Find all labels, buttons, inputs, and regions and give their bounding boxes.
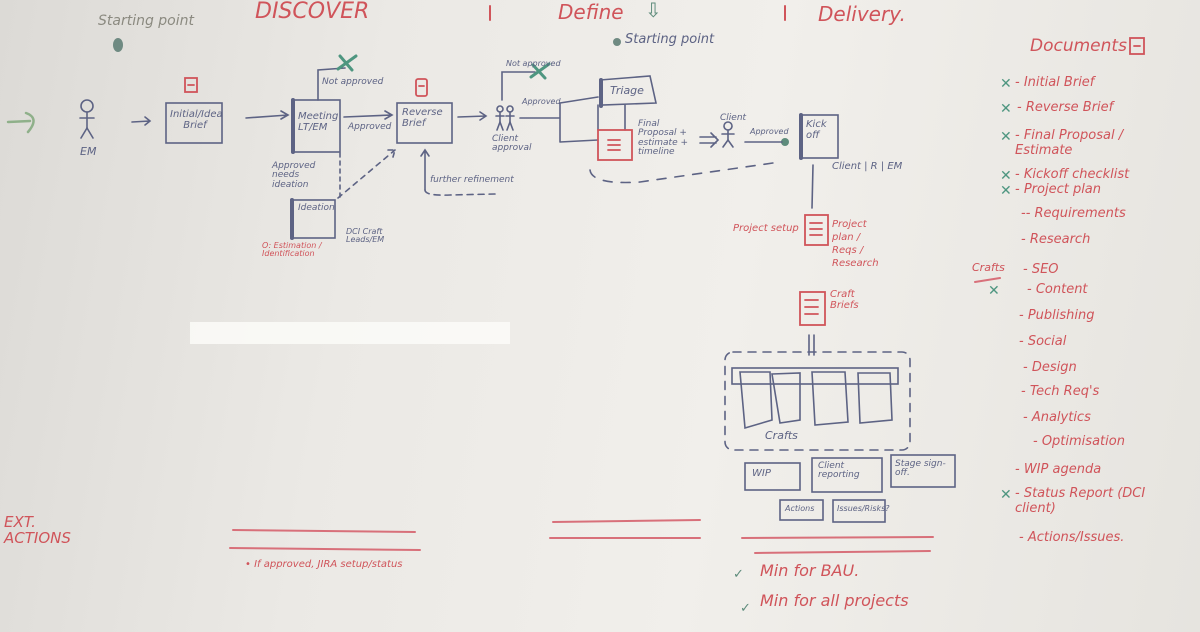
crafts-group-label: Crafts bbox=[972, 261, 1005, 274]
document-item: - Status Report (DCI client) bbox=[1015, 486, 1146, 516]
ideation-people-label: DCI Craft Leads/EM bbox=[346, 227, 385, 245]
person-icon bbox=[79, 99, 95, 139]
initial-brief-box bbox=[165, 102, 223, 144]
documents-title: Documents bbox=[1030, 36, 1127, 56]
document-item: - Final Proposal / Estimate bbox=[1015, 128, 1124, 158]
rejected-x-icon bbox=[336, 54, 551, 80]
document-item: - Content bbox=[1027, 282, 1088, 297]
check-icon: ✓ bbox=[740, 601, 751, 616]
kick-off-label: Kick off bbox=[806, 119, 827, 141]
entry-arrow-icon bbox=[6, 111, 35, 134]
document-item: - Project plan bbox=[1015, 182, 1102, 197]
client-reporting-label: Client reporting bbox=[818, 461, 860, 481]
min-bau-label: Min for BAU. bbox=[760, 561, 860, 580]
not-approved-label: Not approved bbox=[506, 59, 561, 68]
not-approved-label: Not approved bbox=[322, 77, 384, 87]
client-person-icon bbox=[721, 121, 735, 148]
phase-delivery: Delivery. bbox=[818, 2, 906, 26]
document-item: - Research bbox=[1021, 232, 1091, 247]
triage-label: Triage bbox=[610, 84, 644, 97]
document-item: -- Requirements bbox=[1021, 206, 1126, 221]
stage-signoff-label: Stage sign-off. bbox=[895, 459, 946, 479]
people-icon bbox=[495, 105, 515, 131]
document-item: - Actions/Issues. bbox=[1019, 530, 1125, 545]
jira-note: • If approved, JIRA setup/status bbox=[245, 559, 403, 570]
min-all-projects-label: Min for all projects bbox=[760, 591, 909, 610]
check-x-icon: ✕ bbox=[1000, 129, 1012, 145]
reverse-brief-label: Reverse Brief bbox=[402, 107, 443, 129]
project-setup-label: Project setup bbox=[733, 223, 799, 234]
starting-point-label: Starting point bbox=[625, 32, 715, 47]
client-approval-label: Client approval bbox=[492, 134, 532, 154]
issues-risks-label: Issues/Risks? bbox=[837, 504, 890, 513]
check-x-icon: ✕ bbox=[1000, 101, 1012, 117]
starting-point-dot bbox=[113, 38, 123, 52]
initial-brief-label: Initial/Idea Brief bbox=[170, 109, 223, 131]
document-item: - Tech Req's bbox=[1021, 384, 1100, 399]
em-label: EM bbox=[80, 145, 97, 158]
document-item: - Design bbox=[1023, 360, 1077, 375]
ideation-label: Ideation bbox=[298, 203, 335, 213]
final-proposal-label: Final Proposal + estimate + timeline bbox=[638, 119, 689, 158]
phase-define: Define bbox=[558, 0, 624, 24]
approved-needs-ideation-label: Approved needs ideation bbox=[272, 161, 316, 190]
starting-point-label: Starting point bbox=[98, 13, 195, 29]
document-item: - Social bbox=[1019, 334, 1067, 349]
down-arrow-icon: ⇩ bbox=[645, 0, 662, 22]
starting-point-dot bbox=[613, 38, 621, 46]
check-x-icon: ✕ bbox=[1000, 76, 1012, 92]
kickoff-people-label: Client | R | EM bbox=[832, 161, 903, 172]
document-icon bbox=[184, 37, 1145, 326]
document-item: - WIP agenda bbox=[1015, 462, 1102, 477]
document-item: - SEO bbox=[1023, 262, 1059, 277]
document-item: - Initial Brief bbox=[1015, 75, 1095, 90]
approval-dot bbox=[781, 138, 789, 146]
ext-actions-label: EXT. ACTIONS bbox=[4, 513, 71, 547]
check-x-icon: ✕ bbox=[1000, 487, 1012, 503]
phase-discover: DISCOVER bbox=[255, 0, 370, 24]
document-item: - Publishing bbox=[1019, 308, 1095, 323]
ideation-outputs-label: O: Estimation / Identification bbox=[262, 241, 322, 259]
document-item: - Analytics bbox=[1023, 410, 1091, 425]
further-refinement-label: further refinement bbox=[430, 175, 514, 185]
document-item: - Reverse Brief bbox=[1017, 100, 1114, 115]
project-plan-docs-label: Project plan / Reqs / Research bbox=[832, 219, 879, 269]
client-label: Client bbox=[720, 113, 747, 123]
craft-briefs-label: Craft Briefs bbox=[830, 289, 859, 311]
approved-label: Approved bbox=[750, 127, 789, 136]
approved-label: Approved bbox=[348, 122, 392, 132]
approved-label: Approved bbox=[522, 97, 561, 106]
check-x-icon: ✕ bbox=[1000, 168, 1012, 184]
meeting-label: Meeting LT/EM bbox=[298, 111, 339, 133]
document-item: - Kickoff checklist bbox=[1015, 167, 1130, 182]
wip-label: WIP bbox=[752, 468, 771, 479]
check-x-icon: ✕ bbox=[1000, 183, 1012, 199]
check-icon: ✓ bbox=[733, 567, 744, 582]
crafts-label: Crafts bbox=[765, 429, 798, 442]
document-item: - Optimisation bbox=[1033, 434, 1125, 449]
actions-label: Actions bbox=[785, 504, 815, 513]
glare bbox=[190, 322, 510, 344]
check-x-icon: ✕ bbox=[988, 283, 1000, 299]
